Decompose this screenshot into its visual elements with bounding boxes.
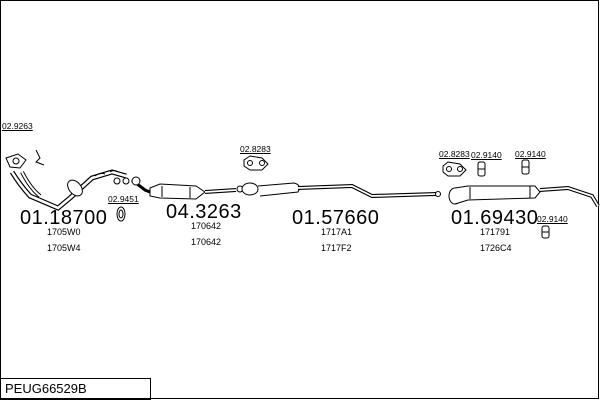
reference-170642-b: 170642: [191, 237, 222, 247]
reference-1726C4: 1726C4: [480, 243, 512, 253]
reference-1717F2: 1717F2: [321, 243, 352, 253]
accessory-label-02-9140-a: 02.9140: [471, 150, 502, 160]
rear-silencer-01-69430-shape: [448, 185, 600, 208]
assembly-code: PEUG66529B: [5, 381, 87, 396]
accessory-label-02-9451: 02.9451: [108, 194, 139, 204]
part-number-01-69430: 01.69430: [451, 207, 539, 229]
part-number-01-18700: 01.18700: [20, 207, 108, 229]
catalyst-04-3263-shape: [131, 176, 244, 200]
gasket-02-9263-shape: [5, 149, 45, 169]
accessory-label-02-8283-front: 02.8283: [240, 144, 271, 154]
reference-1717A1: 1717A1: [321, 227, 353, 237]
clamp-02-9451-shape: [116, 206, 126, 222]
part-number-01-57660: 01.57660: [292, 207, 380, 229]
part-number-04-3263: 04.3263: [166, 201, 242, 223]
rubber-02-9140-a-shape: [477, 161, 486, 177]
accessory-label-02-9140-c: 02.9140: [537, 214, 568, 224]
accessory-label-02-9263: 02.9263: [2, 121, 33, 131]
reference-1705W0: 1705W0: [47, 227, 81, 237]
accessory-label-02-9140-b: 02.9140: [515, 149, 546, 159]
rubber-02-9140-c-shape: [541, 225, 550, 239]
reference-170642-a: 170642: [191, 221, 222, 231]
centre-silencer-01-57660-shape: [241, 182, 441, 199]
reference-1705W4: 1705W4: [47, 243, 81, 253]
bracket-02-8283-rear-shape: [442, 161, 467, 177]
bracket-02-8283-front-shape: [243, 155, 269, 171]
front-pipe-shape: [9, 169, 130, 211]
reference-171791: 171791: [480, 227, 511, 237]
rubber-02-9140-b-shape: [521, 159, 530, 175]
accessory-label-02-8283-rear: 02.8283: [439, 149, 470, 159]
